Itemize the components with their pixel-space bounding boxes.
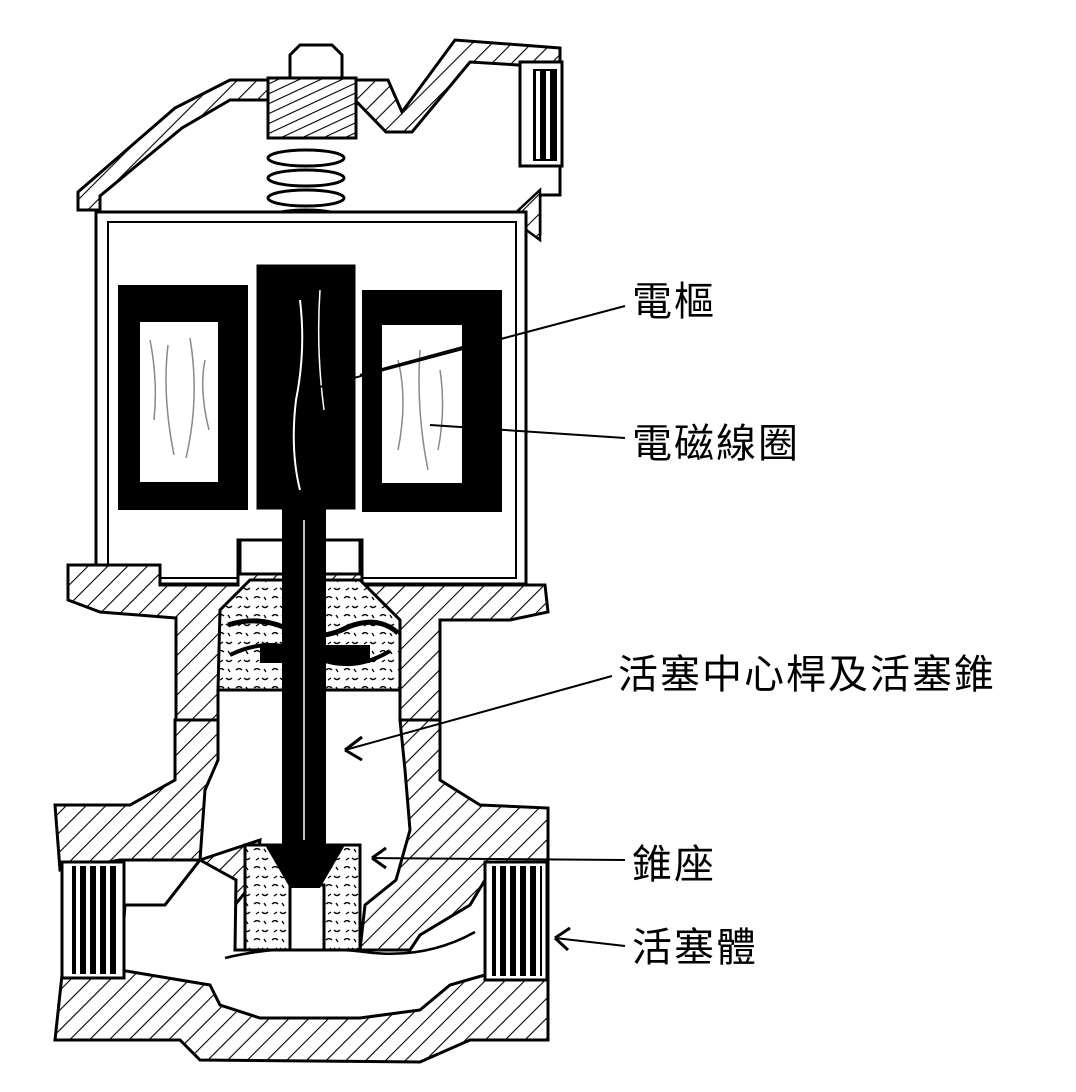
coil-winding-right xyxy=(362,290,502,512)
leader-lines xyxy=(315,305,626,952)
label-piston-body: 活塞體 xyxy=(632,925,758,971)
valve-body xyxy=(53,718,550,1064)
adjusting-screw xyxy=(266,43,358,140)
armature xyxy=(256,264,356,510)
label-armature: 電樞 xyxy=(632,279,716,325)
label-piston-stem-and-cone: 活塞中心桿及活塞錐 xyxy=(618,652,996,698)
coil-winding-left xyxy=(118,285,248,510)
label-solenoid-coil: 電磁線圈 xyxy=(632,421,800,467)
label-cone-seat: 錐座 xyxy=(632,842,716,888)
piston-stem xyxy=(265,505,345,888)
